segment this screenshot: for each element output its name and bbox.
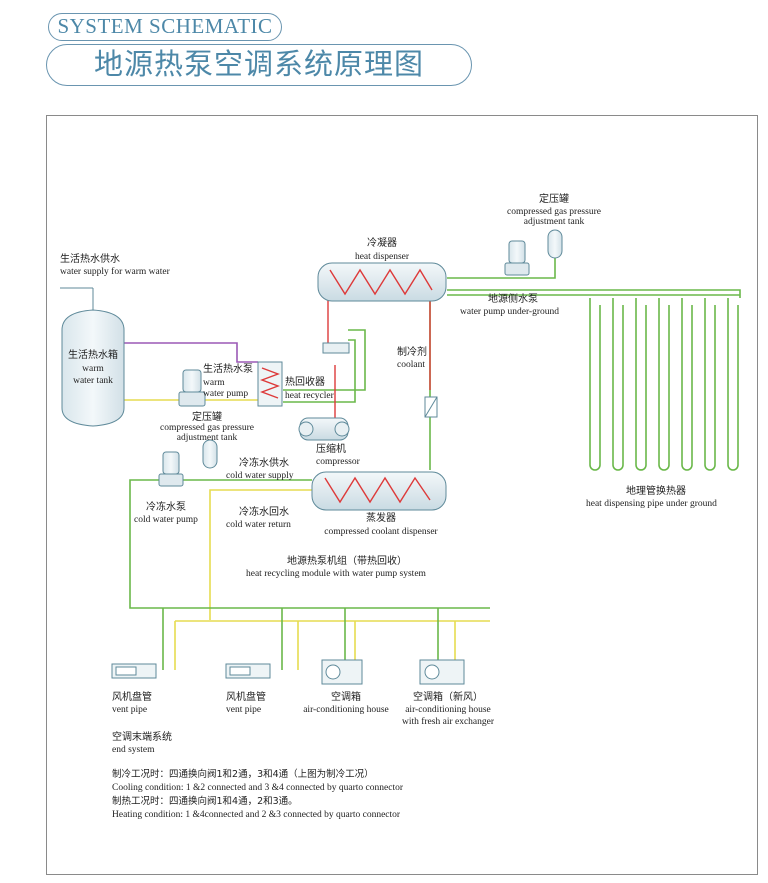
heat-recycler[interactable]: [257, 361, 283, 407]
condenser[interactable]: [317, 262, 447, 302]
label-coolant-cn: 制冷剂: [397, 345, 427, 358]
label-coolant-en: coolant: [397, 360, 425, 370]
label-vent2-en: vent pipe: [226, 705, 261, 715]
label-warm-pump-en2: water pump: [203, 389, 248, 399]
underground-pump[interactable]: [504, 240, 530, 276]
label-condenser-en: heat dispenser: [355, 252, 410, 262]
label-tank1-en2: adjustment tank: [524, 217, 585, 227]
label-end-en: end system: [112, 745, 155, 755]
label-compressor-cn: 压缩机: [316, 442, 346, 455]
label-warm-tank-en2: water tank: [73, 376, 113, 386]
label-ground-pipe-en: heat dispensing pipe under ground: [586, 499, 717, 509]
red-pipes: [327, 290, 431, 420]
label-tank1-cn: 定压罐: [539, 192, 569, 205]
label-warm-pump-en1: warm: [203, 378, 225, 388]
label-cold-pump-cn: 冷冻水泵: [146, 500, 186, 513]
label-ahu1-en: air-conditioning house: [303, 705, 389, 715]
label-ahu2-cn: 空调箱（新风）: [413, 690, 483, 703]
label-tank1-en1: compressed gas pressure: [507, 207, 601, 217]
fan-coil-2[interactable]: [225, 663, 271, 679]
label-warm-tank-en1: warm: [82, 364, 104, 374]
label-ug-pump-cn: 地源侧水泵: [488, 292, 538, 305]
label-tank2-en2: adjustment tank: [177, 433, 238, 443]
label-condenser-cn: 冷凝器: [367, 236, 397, 249]
label-vent2-cn: 风机盘管: [226, 690, 266, 703]
label-compressor-en: compressor: [316, 457, 361, 467]
label-warm-supply-cn: 生活热水供水: [60, 252, 120, 265]
label-vent1-en: vent pipe: [112, 705, 147, 715]
note-heating-en: Heating condition: 1 &4connected and 2 &…: [112, 810, 401, 820]
label-module-en: heat recycling module with water pump sy…: [246, 569, 427, 579]
label-tank2-cn: 定压罐: [192, 410, 222, 423]
warm-water-pump[interactable]: [178, 369, 206, 407]
pressure-tank-bottom[interactable]: [202, 439, 218, 469]
label-warm-pump-cn: 生活热水泵: [203, 362, 253, 375]
expansion-valve[interactable]: [424, 396, 438, 418]
label-cold-pump-en: cold water pump: [134, 515, 198, 525]
label-end-cn: 空调末端系统: [112, 730, 172, 743]
label-cold-return-en: cold water return: [226, 520, 291, 530]
title-chinese: 地源热泵空调系统原理图: [46, 44, 472, 86]
label-recycler-cn: 热回收器: [285, 375, 325, 388]
label-ahu1-cn: 空调箱: [331, 690, 361, 703]
label-ahu2-en2: with fresh air exchanger: [402, 716, 495, 727]
warm-water-tank[interactable]: [60, 287, 125, 427]
note-cooling-cn: 制冷工况时：四通换向阀1和2通，3和4通（上图为制冷工况）: [112, 768, 374, 780]
label-ground-pipe-cn: 地理管换热器: [626, 484, 686, 497]
purple-pipes: [124, 342, 258, 363]
cold-water-pump[interactable]: [158, 451, 184, 487]
air-handler-2[interactable]: [419, 659, 465, 685]
label-cold-return-cn: 冷冻水回水: [239, 505, 289, 518]
air-handler-1[interactable]: [321, 659, 363, 685]
label-recycler-en: heat recycler: [285, 391, 335, 401]
evaporator[interactable]: [311, 471, 447, 511]
notes: 制冷工况时：四通换向阀1和2通，3和4通（上图为制冷工况） Cooling co…: [112, 768, 404, 820]
fan-coil-1[interactable]: [111, 663, 157, 679]
diagram-frame: [46, 115, 758, 875]
note-cooling-en: Cooling condition: 1 &2 connected and 3 …: [112, 783, 404, 793]
label-tank2-en1: compressed gas pressure: [160, 423, 254, 433]
four-way-valve[interactable]: [322, 342, 350, 354]
label-vent1-cn: 风机盘管: [112, 690, 152, 703]
label-module-cn: 地源热泵机组（带热回收）: [287, 554, 407, 567]
label-ug-pump-en: water pump under-ground: [460, 307, 559, 317]
label-cold-supply-cn: 冷冻水供水: [239, 456, 289, 469]
labels: 生活热水供水 water supply for warm water 生活热水箱…: [60, 192, 717, 755]
pressure-tank-top[interactable]: [547, 229, 563, 259]
label-ahu2-en1: air-conditioning house: [405, 705, 491, 715]
title-english: SYSTEM SCHEMATIC: [48, 13, 282, 41]
label-warm-supply-en: water supply for warm water: [60, 266, 171, 277]
compressor[interactable]: [298, 417, 350, 441]
label-evaporator-en: compressed coolant dispenser: [324, 527, 438, 537]
note-heating-cn: 制热工况时：四通换向阀1和4通，2和3通。: [112, 795, 298, 807]
label-evaporator-cn: 蒸发器: [366, 511, 396, 524]
label-cold-supply-en: cold water supply: [226, 471, 294, 481]
label-warm-tank-cn: 生活热水箱: [68, 348, 118, 361]
green-pipes: [129, 258, 741, 670]
